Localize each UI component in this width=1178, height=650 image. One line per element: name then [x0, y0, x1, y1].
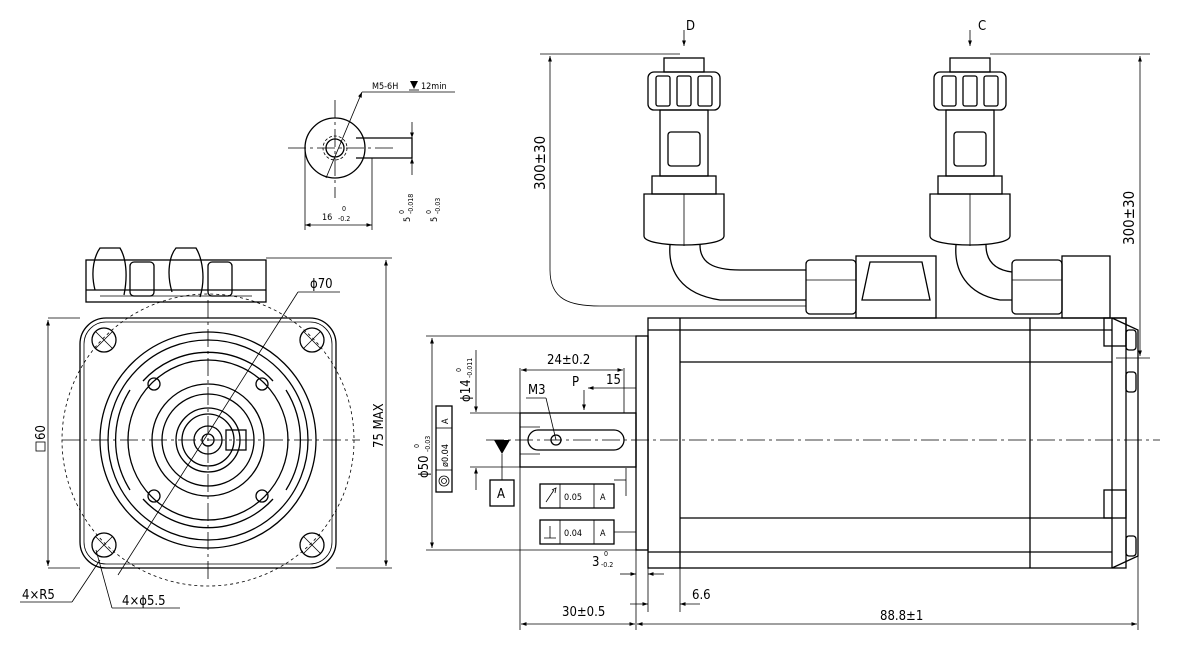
runout-datum-text: A [600, 493, 606, 503]
front-flange-view: ϕ70 60 75 MAX 4×R5 4×ϕ5.5 [20, 247, 392, 609]
datum-a-text: A [497, 487, 505, 502]
flange-square [79, 317, 337, 569]
shaft-diameter-text: ϕ14 [459, 379, 474, 402]
pilot-diameter-text: ϕ50 [417, 455, 432, 478]
svg-text:-0.2: -0.2 [601, 561, 613, 569]
svg-text:0: 0 [455, 368, 463, 372]
cable-d-lower [669, 244, 806, 301]
key-width-2-text: 5 [430, 217, 440, 222]
perpendicularity-value-text: 0.04 [564, 529, 582, 539]
perpendicularity-datum-text: A [600, 529, 606, 539]
svg-text:0: 0 [604, 550, 608, 558]
mount-holes-text: 4×ϕ5.5 [122, 594, 166, 609]
cable-length-right-text: 300±30 [1120, 191, 1138, 245]
svg-text:0: 0 [425, 210, 433, 214]
pcd-text: ϕ70 [310, 277, 333, 292]
rear-detail-view: M5-6H 12min 16 0 -0.2 5 0 -0.018 5 0 -0.… [288, 81, 455, 230]
connector-d: D [643, 19, 725, 246]
svg-text:-0.018: -0.018 [407, 194, 415, 214]
connector-c: C [929, 19, 1011, 246]
concentricity-frame: ø0.04 A [435, 405, 453, 493]
front-cable-right [168, 247, 204, 298]
keyway-width-text: 16 [322, 213, 332, 223]
concentricity-value-text: ø0.04 [441, 444, 451, 467]
square-symbol-icon [35, 441, 46, 452]
datum-triangle-icon [494, 440, 510, 454]
datum-a-box [489, 479, 515, 507]
flange-thickness-text: 6.6 [692, 588, 711, 603]
key-length-text: 24±0.2 [547, 353, 590, 368]
connector-c-label: C [978, 19, 986, 34]
keyway-profile [356, 137, 413, 159]
perpendicularity-symbol-icon [544, 526, 556, 539]
cable-c-upper [985, 244, 1013, 273]
height-max-text: 75 MAX [372, 403, 387, 448]
body-length-text: 88.8±1 [880, 609, 923, 624]
runout-symbol-icon [545, 487, 557, 503]
svg-text:0: 0 [398, 210, 406, 214]
svg-text:-0.03: -0.03 [424, 436, 432, 452]
svg-text:0: 0 [342, 205, 346, 213]
key-width-1-text: 5 [403, 217, 413, 222]
svg-text:-0.03: -0.03 [434, 198, 442, 214]
thread-depth-text: 12min [421, 82, 447, 92]
svg-text:-0.2: -0.2 [338, 215, 350, 223]
front-connector-housings [85, 247, 267, 303]
corner-radius-text: 4×R5 [22, 588, 55, 603]
key-offset-text: 15 [606, 373, 621, 388]
cable-c-lower [955, 244, 1012, 301]
runout-value-text: 0.05 [564, 493, 582, 503]
pilot-boss [635, 335, 649, 551]
svg-text:-0.011: -0.011 [466, 358, 474, 378]
side-connector-boxes [805, 255, 1111, 319]
perpendicularity-frame: 0.04 A [539, 519, 636, 545]
shaft-length-text: 30±0.5 [562, 605, 605, 620]
cable-length-left-text: 300±30 [531, 136, 549, 190]
depth-symbol-icon [410, 81, 418, 89]
pcd-leader-line [117, 291, 299, 576]
shaft-thread-text: M3 [528, 383, 546, 398]
thread-leader-line [325, 91, 363, 179]
concentricity-symbol-icon [438, 475, 450, 487]
cable-d-upper [699, 244, 806, 271]
concentricity-datum-text: A [441, 418, 451, 424]
datum-p-text: P [572, 375, 579, 390]
pilot-depth-text: 3 [592, 555, 599, 570]
mount-holes [91, 327, 325, 558]
runout-frame: 0.05 A [539, 468, 627, 509]
front-cable-left [92, 247, 127, 296]
svg-text:0: 0 [413, 444, 421, 448]
square-size-text: 60 [34, 425, 49, 440]
connector-d-label: D [686, 19, 695, 34]
thread-callout-text: M5-6H [372, 82, 398, 92]
side-view: D C 300±30 300±30 [413, 19, 1160, 630]
end-cap [1111, 317, 1139, 569]
motor-body [647, 317, 1127, 569]
